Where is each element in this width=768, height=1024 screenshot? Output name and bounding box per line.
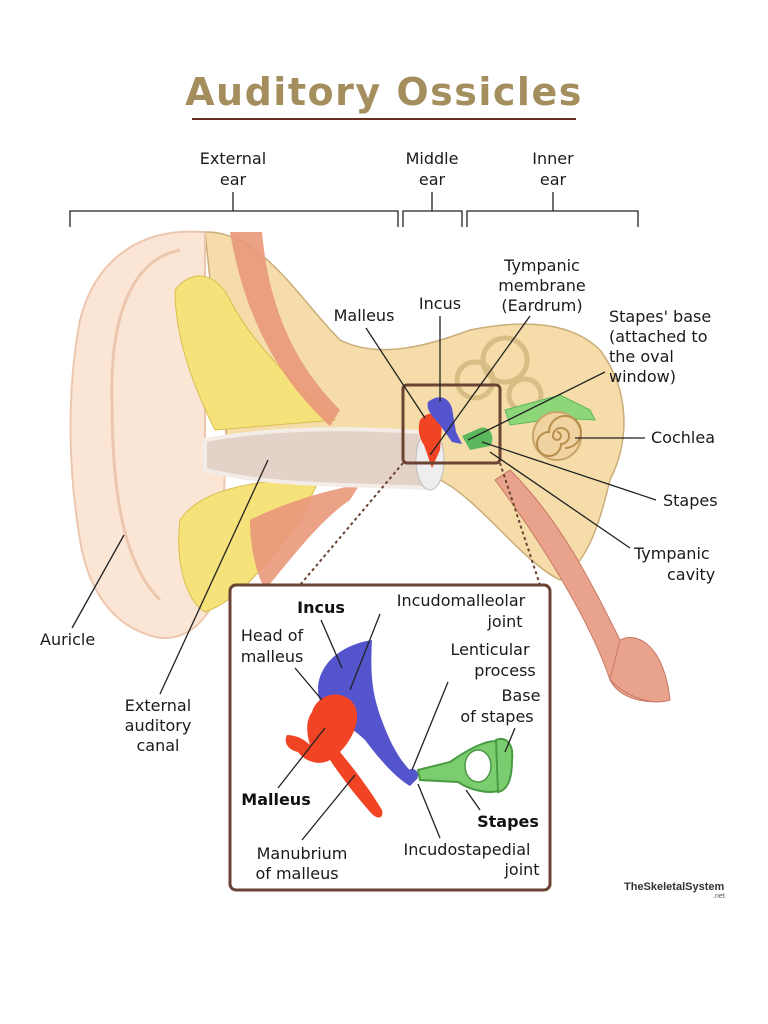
stapes-base-line3: the oval [609,347,674,366]
inset-frame [228,583,552,892]
region-external-line1: External [200,149,266,168]
incus-small [427,397,462,444]
lenticular-process-joint [406,769,418,781]
tube-flare [609,637,671,703]
cochlea-label: Cochlea [651,428,715,447]
auricle-fold [110,248,181,602]
inset-lenticular-line1: Lenticular [450,640,530,659]
malleus-label: Malleus [334,306,395,325]
inset-malleus-label: Malleus [241,790,310,809]
inset-incus-label: Incus [297,598,345,617]
stapes-small [462,427,493,450]
inset-base-stapes-line1: Base [502,686,541,705]
stapes-foramen [464,749,492,783]
region-external-line2: ear [220,170,247,189]
page-title: Auditory Ossicles [185,70,583,114]
inset-manubrium-line2: of malleus [255,864,338,883]
tympanic-membrane-line1: Tympanic [503,256,580,275]
tympanic-membrane-line2: membrane [498,276,586,295]
inset-incudostapedial-line1: Incudostapedial [403,840,530,859]
stapes-base-line4: window) [609,367,676,386]
region-middle-line2: ear [419,170,446,189]
incus-label: Incus [419,294,461,313]
brand-name: TheSkeletalSystem [624,881,724,893]
region-middle-line1: Middle [406,149,459,168]
region-inner-line1: Inner [532,149,574,168]
muscle-band [230,232,340,426]
inset-incudomalleolar-line1: Incudomalleolar [397,591,526,610]
stapes-label: Stapes [663,491,718,510]
tympanic-cavity-line1: Tympanic [633,544,710,563]
region-middle-ear: Middle ear [402,149,463,227]
inset-stapes-label: Stapes [477,812,539,831]
label-tympanic-cavity: Tympanic cavity [489,451,715,584]
incus-large [318,640,418,786]
inset-head-malleus-line2: malleus [241,647,304,666]
stapes-footplate [494,738,514,794]
region-inner-line2: ear [540,170,567,189]
label-cochlea: Cochlea [575,428,715,447]
brand-logo: TheSkeletalSystem .net [624,881,725,900]
ear-anatomy-illustration [69,230,671,703]
region-inner-ear: Inner ear [466,149,639,227]
inset-head-malleus-line1: Head of [241,626,304,645]
auricle-label: Auricle [40,630,95,649]
cochlea-shape [532,411,582,461]
external-canal-line1: External [125,696,191,715]
label-stapes: Stapes [481,441,718,510]
label-external-auditory-canal: External auditory canal [125,459,269,755]
label-auricle: Auricle [40,534,125,649]
external-canal-line2: auditory [125,716,192,735]
tympanic-cavity-line2: cavity [667,565,715,584]
inset-incudomalleolar-line2: joint [486,612,522,631]
ossicles-inset: Incus Incudomalleolar joint Head of mall… [228,583,552,892]
stapes-base-line2: (attached to [609,327,707,346]
region-external-ear: External ear [69,149,399,227]
muscle-lower [250,484,360,590]
external-canal-line3: canal [137,736,180,755]
malleus-small [418,413,442,468]
label-stapes-base: Stapes' base (attached to the oval windo… [467,307,711,441]
stapes-base-line1: Stapes' base [609,307,711,326]
brand-suffix: .net [713,893,725,900]
tympanic-membrane-line3: (Eardrum) [501,296,582,315]
external-auditory-canal [203,427,433,491]
malleus-large [285,694,383,818]
label-tympanic-membrane: Tympanic membrane (Eardrum) [429,256,586,456]
inset-base-stapes-line2: of stapes [460,707,533,726]
inset-incudostapedial-line2: joint [503,860,539,879]
label-incus: Incus [419,294,461,402]
inset-manubrium-line1: Manubrium [257,844,348,863]
label-malleus: Malleus [334,306,426,419]
inset-lenticular-line2: process [474,661,535,680]
